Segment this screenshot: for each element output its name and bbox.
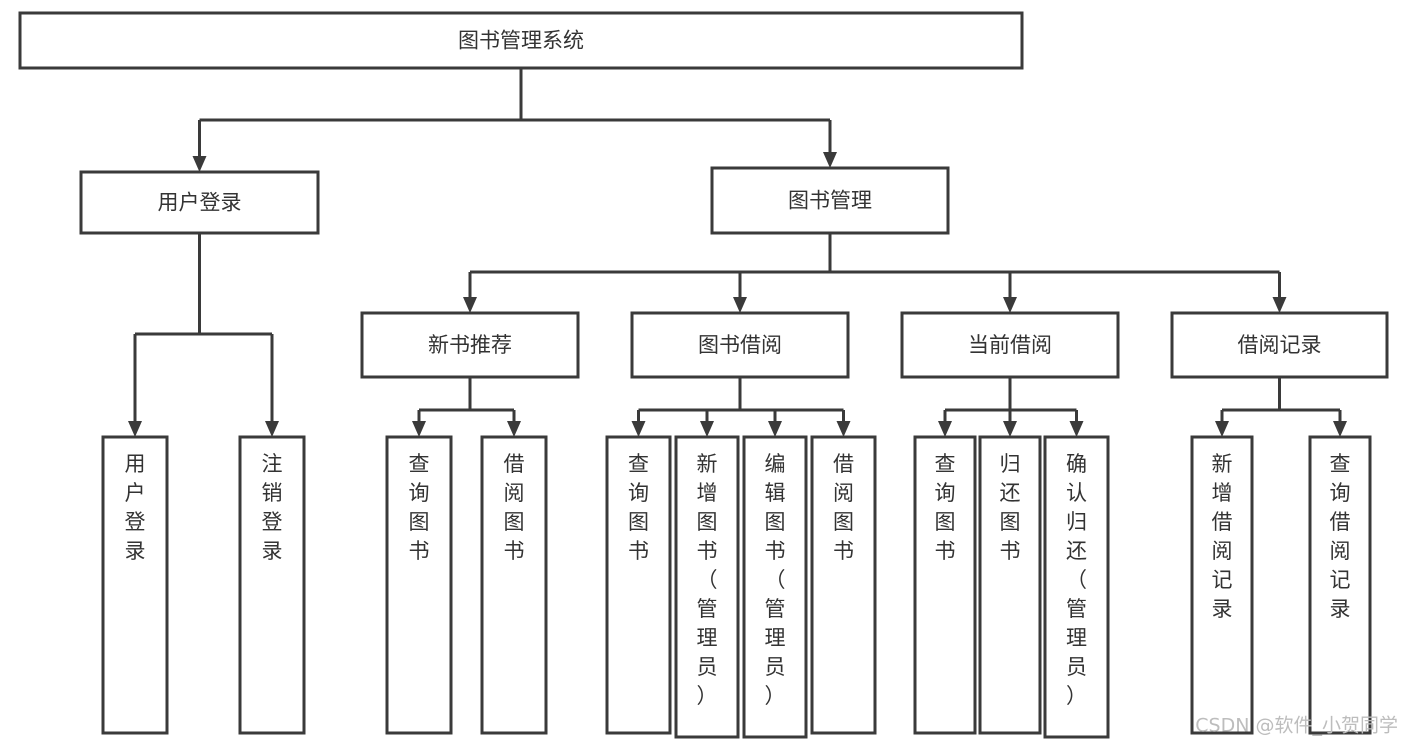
node-leaf-borrow-book-bb-label: 借阅图书 [833, 452, 854, 563]
node-leaf-edit-book-box[interactable] [742, 435, 808, 739]
node-leaf-logout-box[interactable] [238, 435, 306, 735]
node-book-manage[interactable]: 图书管理 [710, 166, 950, 235]
node-leaf-add-book-box[interactable] [674, 435, 740, 739]
node-leaf-query-record-label: 查询借阅记录 [1330, 452, 1351, 621]
node-leaf-add-record[interactable]: 新增借阅记录 [1190, 435, 1254, 735]
node-book-manage-label: 图书管理 [788, 189, 872, 213]
node-current-borrow-label: 当前借阅 [968, 333, 1052, 357]
node-leaf-borrow-book-bb-box[interactable] [810, 435, 877, 735]
book-borrow-to-leaves-arrow-3 [836, 421, 851, 437]
node-borrow-record[interactable]: 借阅记录 [1170, 311, 1389, 379]
node-leaf-logout[interactable]: 注销登录 [238, 435, 306, 735]
node-new-book-rec-label: 新书推荐 [428, 333, 512, 357]
node-leaf-query-book-cb-label: 查询图书 [935, 452, 956, 563]
node-leaf-query-book-bb-label: 查询图书 [628, 452, 649, 563]
node-leaf-borrow-book-rec-label: 借阅图书 [504, 452, 525, 563]
node-leaf-borrow-book-rec[interactable]: 借阅图书 [480, 435, 548, 735]
node-leaf-query-book-rec[interactable]: 查询图书 [385, 435, 453, 735]
node-current-borrow[interactable]: 当前借阅 [900, 311, 1120, 379]
csdn-watermark: CSDN @软件_小贺同学 [1195, 715, 1398, 737]
node-root-图书管理系统[interactable]: 图书管理系统 [18, 11, 1024, 70]
node-root-图书管理系统-label: 图书管理系统 [458, 29, 584, 53]
node-leaf-query-record-box[interactable] [1308, 435, 1372, 735]
node-book-borrow-label: 图书借阅 [698, 333, 782, 357]
node-leaf-return-book[interactable]: 归还图书 [978, 435, 1042, 735]
node-leaf-user-login-label: 用户登录 [125, 452, 146, 563]
node-leaf-borrow-book-bb[interactable]: 借阅图书 [810, 435, 877, 735]
book-manage-to-level3-arrow-0 [463, 297, 477, 313]
node-user-login-label: 用户登录 [158, 191, 242, 215]
node-leaf-borrow-book-rec-box[interactable] [480, 435, 548, 735]
node-book-borrow[interactable]: 图书借阅 [630, 311, 850, 379]
node-user-login[interactable]: 用户登录 [79, 170, 320, 235]
node-book-borrow-box[interactable] [630, 311, 850, 379]
new-book-rec-to-leaves-arrow-1 [507, 421, 521, 437]
current-borrow-to-leaves-arrow-0 [938, 421, 952, 437]
node-book-manage-box[interactable] [710, 166, 950, 235]
node-leaf-query-book-bb-box[interactable] [605, 435, 672, 735]
current-borrow-to-leaves-arrow-1 [1003, 421, 1017, 437]
user-login-to-leaves-arrow-0 [128, 421, 142, 437]
root-to-level2-arrow-0 [192, 156, 207, 172]
connectors-layer [128, 68, 1347, 437]
node-leaf-query-book-cb-box[interactable] [913, 435, 977, 735]
node-leaf-edit-book-label: 编辑图书（管理员） [765, 452, 786, 708]
borrow-record-to-leaves-arrow-0 [1215, 421, 1229, 437]
book-borrow-to-leaves-arrow-0 [631, 421, 646, 437]
node-new-book-rec[interactable]: 新书推荐 [360, 311, 580, 379]
node-leaf-add-record-box[interactable] [1190, 435, 1254, 735]
user-login-to-leaves-arrow-1 [265, 421, 279, 437]
node-leaf-user-login-box[interactable] [101, 435, 169, 735]
node-borrow-record-label: 借阅记录 [1238, 333, 1322, 357]
root-to-level2-arrow-1 [823, 152, 837, 168]
node-leaf-query-book-cb[interactable]: 查询图书 [913, 435, 977, 735]
node-leaf-return-book-box[interactable] [978, 435, 1042, 735]
node-leaf-add-record-label: 新增借阅记录 [1212, 452, 1233, 621]
node-current-borrow-box[interactable] [900, 311, 1120, 379]
nodes-layer: 图书管理系统用户登录图书管理新书推荐图书借阅当前借阅借阅记录用户登录注销登录查询… [18, 11, 1389, 739]
current-borrow-to-leaves-arrow-2 [1069, 421, 1084, 437]
node-leaf-add-book[interactable]: 新增图书（管理员） [674, 435, 740, 739]
book-borrow-to-leaves-arrow-2 [768, 421, 782, 437]
book-manage-to-level3-arrow-3 [1272, 297, 1287, 313]
node-leaf-return-book-label: 归还图书 [1000, 452, 1021, 563]
node-leaf-query-book-bb[interactable]: 查询图书 [605, 435, 672, 735]
node-leaf-confirm-return[interactable]: 确认归还（管理员） [1043, 435, 1110, 739]
node-leaf-query-book-rec-label: 查询图书 [409, 452, 430, 563]
node-leaf-user-login[interactable]: 用户登录 [101, 435, 169, 735]
node-leaf-logout-label: 注销登录 [262, 452, 283, 563]
book-manage-to-level3-arrow-2 [1003, 297, 1017, 313]
node-root-图书管理系统-box[interactable] [18, 11, 1024, 70]
node-leaf-query-book-rec-box[interactable] [385, 435, 453, 735]
node-new-book-rec-box[interactable] [360, 311, 580, 379]
node-leaf-edit-book[interactable]: 编辑图书（管理员） [742, 435, 808, 739]
book-manage-to-level3-arrow-1 [733, 297, 747, 313]
node-borrow-record-box[interactable] [1170, 311, 1389, 379]
node-leaf-query-record[interactable]: 查询借阅记录 [1308, 435, 1372, 735]
borrow-record-to-leaves-arrow-1 [1333, 421, 1347, 437]
node-leaf-add-book-label: 新增图书（管理员） [697, 452, 718, 708]
new-book-rec-to-leaves-arrow-0 [412, 421, 426, 437]
node-user-login-box[interactable] [79, 170, 320, 235]
node-leaf-confirm-return-box[interactable] [1043, 435, 1110, 739]
book-borrow-to-leaves-arrow-1 [700, 421, 714, 437]
node-leaf-confirm-return-label: 确认归还（管理员） [1066, 452, 1087, 708]
